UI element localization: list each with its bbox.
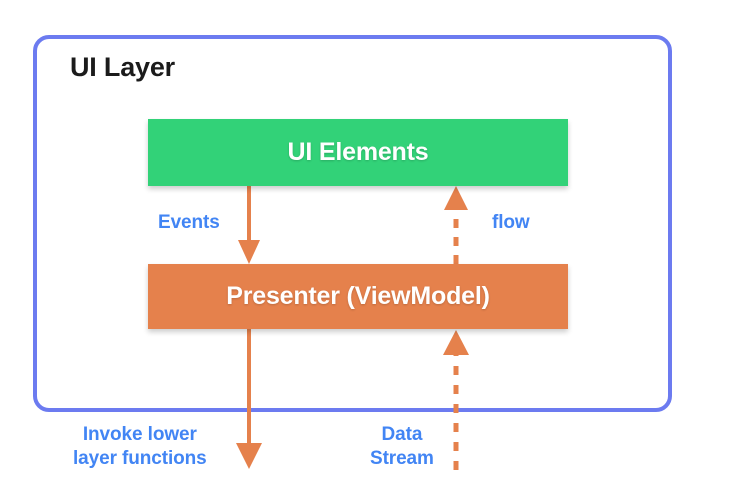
- node-ui-elements[interactable]: UI Elements: [148, 119, 568, 186]
- arrow-label-events: Events: [158, 212, 220, 233]
- node-presenter-label: Presenter (ViewModel): [226, 282, 490, 310]
- node-presenter[interactable]: Presenter (ViewModel): [148, 264, 568, 329]
- node-ui-elements-label: UI Elements: [287, 138, 429, 166]
- arrow-label-flow: flow: [492, 212, 530, 233]
- arrow-label-invoke-lower-layer: Invoke lower layer functions: [73, 424, 207, 469]
- ui-layer-container: [33, 35, 672, 412]
- ui-layer-title: UI Layer: [70, 52, 175, 82]
- arrow-label-data-stream: Data Stream: [370, 424, 434, 469]
